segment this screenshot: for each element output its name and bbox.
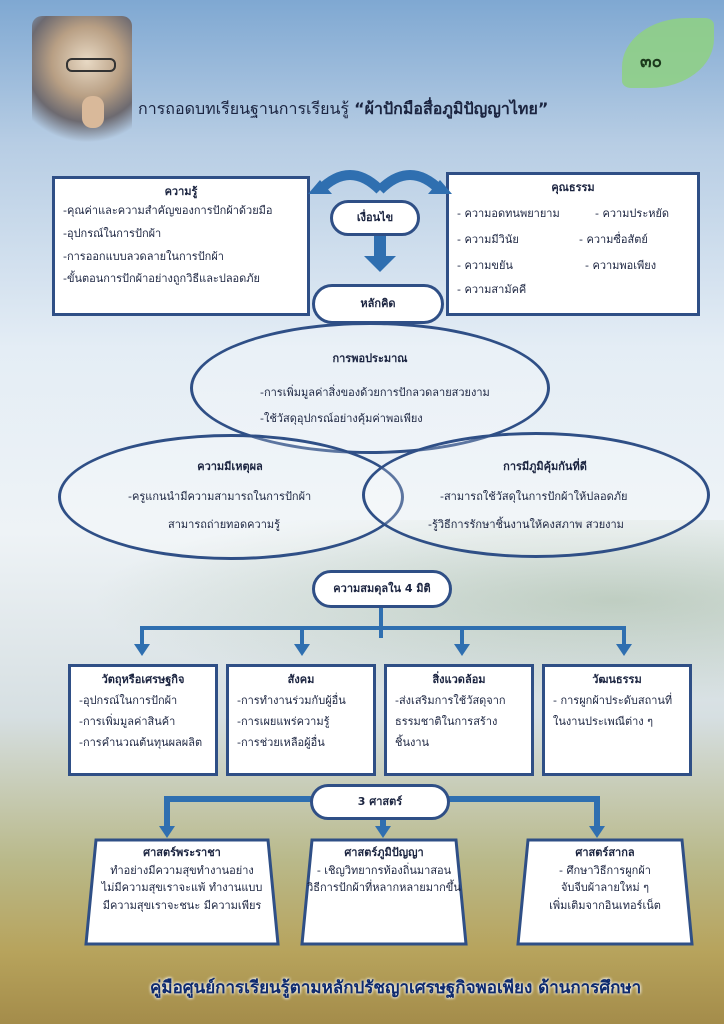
principle-pill: หลักคิด: [312, 284, 444, 324]
glasses-shape: [66, 58, 116, 72]
science-heading: ศาสตร์สากล: [575, 846, 635, 859]
morality-item: - ความซื่อสัตย์: [579, 233, 648, 246]
morality-item: - ความมีวินัย: [457, 233, 519, 246]
dimension-item: -การคำนวณต้นทุนผลผลิต: [79, 735, 203, 749]
down-arrow-head: [364, 256, 396, 272]
immunity-item: -รู้วิธีการรักษาชิ้นงานให้คงสภาพ สวยงาม: [428, 518, 624, 531]
curved-arrow-left: [316, 170, 384, 194]
dimension-item: - การผูกผ้าประดับสถานที่: [553, 693, 673, 707]
sciences-drop-1: [164, 796, 170, 828]
dimension-item: ชิ้นงาน: [395, 735, 430, 749]
trapezoid-shape: [300, 838, 468, 946]
connector-vertical: [379, 598, 383, 638]
reasonableness-ellipse: [58, 434, 404, 560]
morality-item: - ความขยัน: [457, 259, 513, 272]
arrowhead-sci-2: [375, 826, 391, 838]
connector-drop-2: [300, 626, 304, 646]
morality-item: - ความอดทนพยายาม: [457, 207, 560, 220]
dimension-item: ธรรมชาติในการสร้าง: [395, 714, 498, 728]
science-box-wisdom: ศาสตร์ภูมิปัญญา - เชิญวิทยากรท้องถิ่นมาส…: [300, 838, 468, 946]
dimension-box-environment: สิ่งแวดล้อม -ส่งเสริมการใช้วัสดุจาก ธรรม…: [384, 664, 534, 776]
dimension-item: ในงานประเพณีต่าง ๆ: [553, 714, 654, 728]
hand-shape: [82, 96, 104, 128]
science-item: วิธีการปักผ้าที่หลากหลายมากขึ้น: [307, 881, 461, 895]
dimension-heading: วัฒนธรรม: [592, 673, 642, 686]
science-item: ไม่มีความสุขเราจะแพ้ ทำงานแบบ: [101, 881, 263, 895]
reasonableness-item: -ครูแกนนำมีความสามารถในการปักผ้า: [128, 490, 312, 503]
connector-drop-3: [460, 626, 464, 646]
reasonableness-item: สามารถถ่ายทอดความรู้: [168, 518, 281, 531]
science-text: ศาสตร์ภูมิปัญญา - เชิญวิทยากรท้องถิ่นมาส…: [300, 844, 468, 897]
science-box-universal: ศาสตร์สากล - ศึกษาวิธีการผูกผ้า จับจีบผ้…: [516, 838, 694, 946]
dimension-item: -การเผยแพร่ความรู้: [237, 714, 330, 728]
dimension-item: -การทำงานร่วมกับผู้อื่น: [237, 693, 346, 707]
knowledge-item: -ขั้นตอนการปักผ้าอย่างถูกวิธีและปลอดภัย: [63, 272, 261, 286]
science-text: ศาสตร์พระราชา ทำอย่างมีความสุขทำงานอย่าง…: [84, 844, 280, 914]
morality-item: - ความพอเพียง: [585, 259, 657, 272]
dimension-item: -การเพิ่มมูลค่าสินค้า: [79, 714, 176, 728]
arrowhead-left: [308, 180, 332, 194]
science-item: - ศึกษาวิธีการผูกผ้า: [559, 863, 651, 877]
morality-box: คุณธรรม - ความอดทนพยายาม - ความประหยัด -…: [446, 172, 700, 316]
moderation-item: -ใช้วัสดุอุปกรณ์อย่างคุ้มค่าพอเพียง: [260, 412, 423, 425]
dimension-heading: สังคม: [287, 673, 315, 686]
science-item: - เชิญวิทยากรท้องถิ่นมาสอน: [316, 863, 452, 877]
science-text: ศาสตร์สากล - ศึกษาวิธีการผูกผ้า จับจีบผ้…: [516, 844, 694, 914]
moderation-item: -การเพิ่มมูลค่าสิ่งของด้วยการปักลวดลายสว…: [260, 386, 490, 399]
science-box-royal: ศาสตร์พระราชา ทำอย่างมีความสุขทำงานอย่าง…: [84, 838, 280, 946]
footer-title: คู่มือศูนย์การเรียนรู้ตามหลักปรัชญาเศรษฐ…: [150, 978, 642, 998]
dimension-box-economy: วัตถุหรือเศรษฐกิจ -อุปกรณ์ในการปักผ้า -ก…: [68, 664, 218, 776]
sciences-drop-3: [594, 796, 600, 828]
science-item: ทำอย่างมีความสุขทำงานอย่าง: [110, 863, 254, 877]
immunity-ellipse: [362, 432, 710, 558]
arrowhead-dim-4: [616, 644, 632, 656]
science-item: เพิ่มเติมจากอินเทอร์เน็ต: [549, 898, 661, 912]
dimension-box-society: สังคม -การทำงานร่วมกับผู้อื่น -การเผยแพร…: [226, 664, 376, 776]
dimension-item: -ส่งเสริมการใช้วัสดุจาก: [395, 693, 506, 707]
science-heading: ศาสตร์ภูมิปัญญา: [344, 846, 424, 859]
connector-drop-1: [140, 626, 144, 646]
dimension-box-culture: วัฒนธรรม - การผูกผ้าประดับสถานที่ ในงานป…: [542, 664, 692, 776]
arrowhead-sci-1: [159, 826, 175, 838]
title-highlight: “ผ้าปักมือสื่อภูมิปัญญาไทย”: [354, 99, 549, 118]
morality-item: - ความประหยัด: [595, 207, 670, 220]
arrowhead-dim-2: [294, 644, 310, 656]
morality-item: - ความสามัคคี: [457, 283, 527, 296]
moderation-ellipse: [190, 322, 550, 454]
dimension-heading: วัตถุหรือเศรษฐกิจ: [101, 673, 185, 686]
page-title: การถอดบทเรียนฐานการเรียนรู้ “ผ้าปักมือสื…: [138, 97, 548, 122]
dimension-item: -อุปกรณ์ในการปักผ้า: [79, 693, 178, 707]
trapezoid-shape: [516, 838, 694, 946]
immunity-heading: การมีภูมิคุ้มกันที่ดี: [503, 460, 587, 473]
arrowhead-sci-3: [589, 826, 605, 838]
dimension-item: -การช่วยเหลือผู้อื่น: [237, 735, 325, 749]
knowledge-box: ความรู้ -คุณค่าและความสำคัญของการปักผ้าด…: [52, 176, 310, 316]
arrowhead-dim-3: [454, 644, 470, 656]
title-prefix: การถอดบทเรียนฐานการเรียนรู้: [138, 99, 355, 118]
arrowhead-dim-1: [134, 644, 150, 656]
morality-heading: คุณธรรม: [551, 181, 595, 194]
curved-arrow-right: [376, 170, 444, 194]
balance-pill: ความสมดุลใน 4 มิติ: [312, 570, 452, 608]
reasonableness-heading: ความมีเหตุผล: [197, 460, 263, 473]
science-heading: ศาสตร์พระราชา: [143, 846, 221, 859]
dimension-heading: สิ่งแวดล้อม: [432, 673, 486, 686]
knowledge-item: -การออกแบบลวดลายในการปักผ้า: [63, 249, 224, 263]
connector-drop-4: [622, 626, 626, 646]
arrowhead-right: [428, 180, 452, 194]
sciences-pill: 3 ศาสตร์: [310, 784, 450, 820]
moderation-heading: การพอประมาณ: [332, 352, 408, 365]
connector-horizontal: [140, 626, 626, 630]
knowledge-item: -อุปกรณ์ในการปักผ้า: [63, 226, 162, 240]
science-item: มีความสุขเราจะชนะ มีความเพียร: [102, 898, 262, 912]
knowledge-heading: ความรู้: [164, 185, 198, 198]
curved-arrows: [308, 170, 452, 272]
condition-pill: เงื่อนไข: [330, 200, 420, 236]
science-item: จับจีบผ้าลายใหม่ ๆ: [560, 881, 650, 895]
portrait-photo: [32, 16, 132, 146]
trapezoid-shape: [84, 838, 280, 946]
knowledge-item: -คุณค่าและความสำคัญของการปักผ้าด้วยมือ: [63, 203, 273, 217]
page-number: ๓๐: [640, 52, 662, 72]
immunity-item: -สามารถใช้วัสดุในการปักผ้าให้ปลอดภัย: [440, 490, 628, 503]
